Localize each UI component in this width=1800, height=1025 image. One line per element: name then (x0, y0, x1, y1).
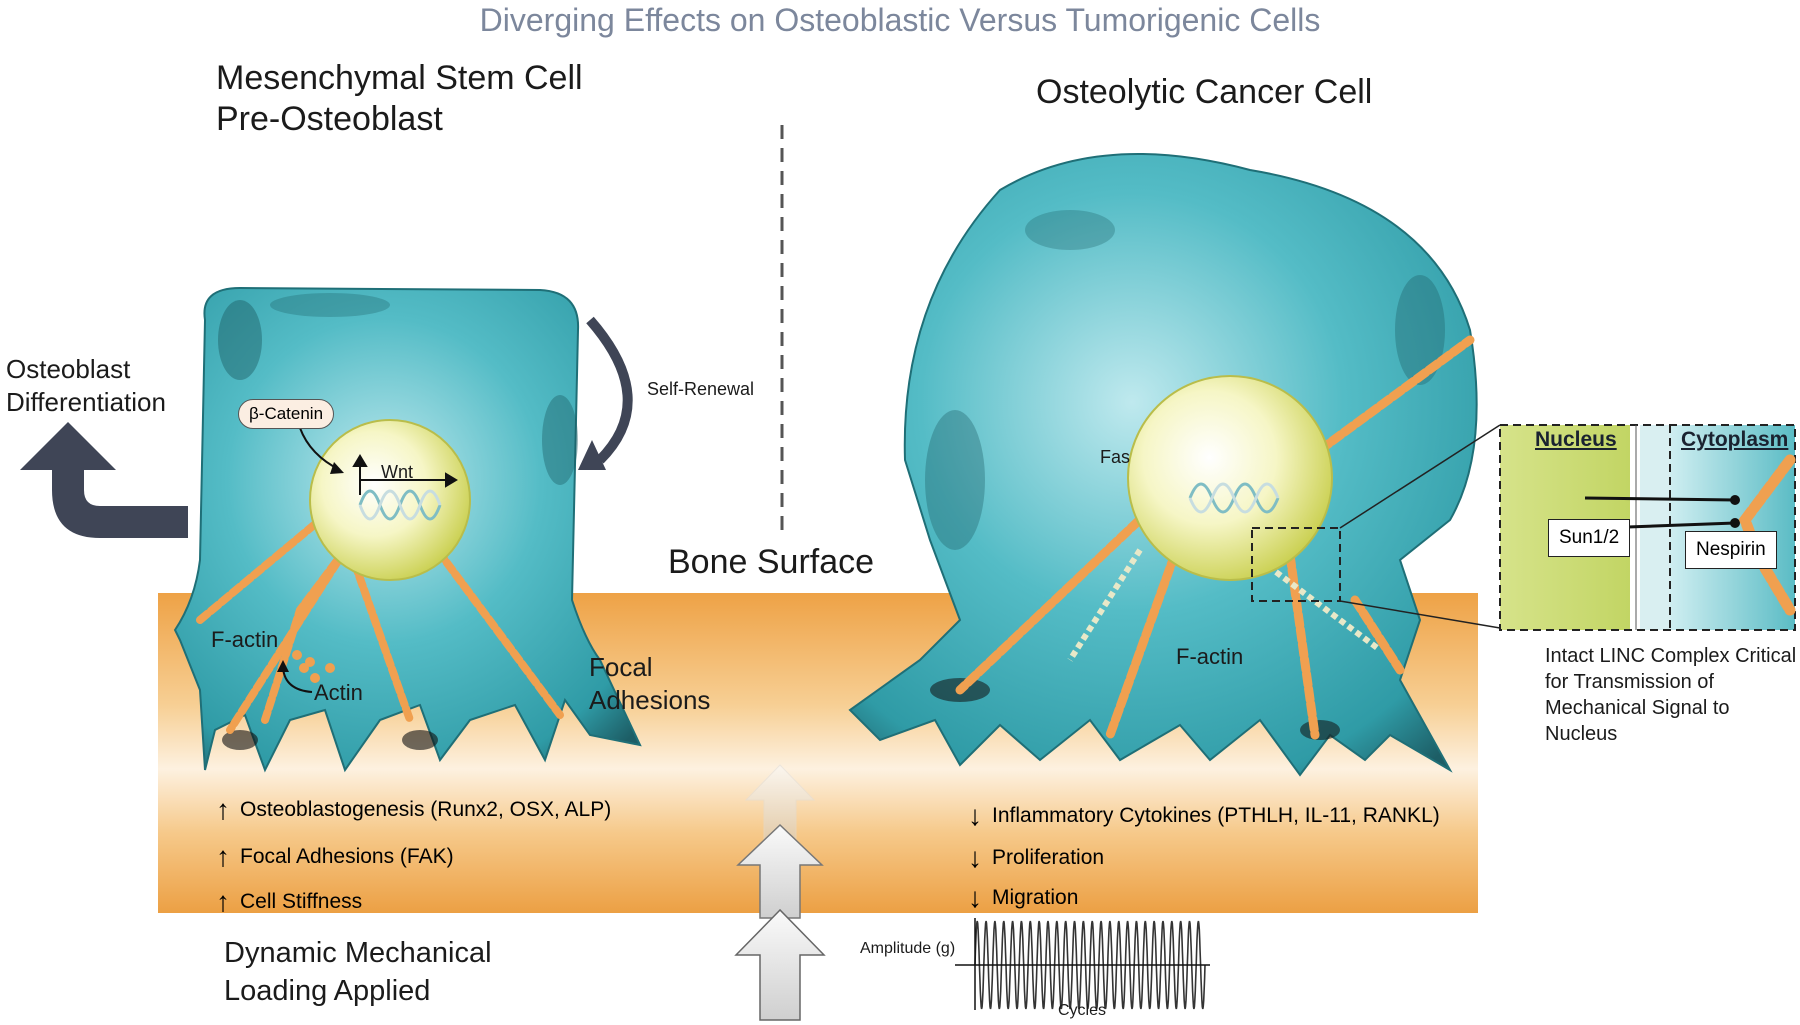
inset-cytoplasm-heading: Cytoplasm (1681, 428, 1789, 451)
effect-text: Proliferation (992, 846, 1105, 869)
right-cell-title: Osteolytic Cancer Cell (1036, 73, 1373, 111)
amplitude-axis-label: Amplitude (g) (860, 940, 956, 957)
zoom-connector-top (1339, 424, 1501, 529)
right-effect-row: ↓ Migration (968, 882, 1079, 913)
bone-surface-label: Bone Surface (668, 543, 875, 581)
effect-arrow: ↑ (216, 886, 230, 917)
differentiation-line2: Differentiation (6, 387, 166, 417)
right-nucleus (1127, 375, 1333, 581)
left-cell-title: Mesenchymal Stem Cell Pre-Osteoblast (216, 58, 583, 140)
right-f-actin-label: F-actin (1176, 644, 1244, 669)
wnt-label: Wnt (381, 462, 414, 482)
loading-line1: Dynamic Mechanical (224, 937, 492, 969)
linc-inset (1499, 424, 1796, 631)
effect-text: Migration (992, 886, 1079, 909)
left-actin-fibers (196, 516, 564, 734)
loading-label: Dynamic Mechanical Loading Applied (224, 934, 492, 1010)
left-effect-row: ↑ Osteoblastogenesis (Runx2, OSX, ALP) (216, 794, 612, 825)
wnt-gene-icon (358, 489, 442, 521)
inset-nucleus-heading: Nucleus (1535, 428, 1617, 451)
cycles-axis-label: Cycles (1058, 1002, 1107, 1019)
wnt-arrow-icon (352, 454, 458, 495)
page-title: Diverging Effects on Osteoblastic Versus… (479, 2, 1321, 38)
self-renewal-arrow-icon (578, 316, 633, 470)
left-cell-title-line2: Pre-Osteoblast (216, 100, 443, 138)
effect-text: Osteoblastogenesis (Runx2, OSX, ALP) (240, 798, 612, 821)
zoom-connector-bottom (1339, 600, 1501, 629)
nespirin-label: Nespirin (1685, 531, 1777, 569)
vibration-waveform (974, 920, 1206, 1010)
effect-text: Focal Adhesions (FAK) (240, 845, 454, 868)
effect-text: Inflammatory Cytokines (PTHLH, IL-11, RA… (992, 804, 1440, 827)
focal-adhesions-line2: Adhesions (589, 685, 711, 715)
fas-gene-icon (1188, 482, 1280, 514)
effect-arrow: ↑ (216, 841, 230, 872)
effect-arrow: ↓ (968, 882, 982, 913)
beta-catenin-badge: β-Catenin (238, 399, 335, 429)
differentiation-line1: Osteoblast (6, 354, 131, 384)
effect-text: Cell Stiffness (240, 890, 363, 913)
mechanical-loading-arrows (734, 764, 826, 1021)
effect-arrow: ↓ (968, 800, 982, 831)
left-cell-title-line1: Mesenchymal Stem Cell (216, 59, 583, 97)
linc-caption: Intact LINC Complex Critical for Transmi… (1545, 645, 1797, 745)
effect-arrow: ↓ (968, 842, 982, 873)
right-effect-row: ↓ Proliferation (968, 842, 1105, 873)
focal-adhesions-label: Focal Adhesions (589, 651, 710, 717)
left-effect-row: ↑ Cell Stiffness (216, 886, 363, 917)
actin-arrowhead-icon (277, 660, 289, 672)
beta-catenin-arrowhead-icon (330, 462, 344, 474)
left-f-actin-label: F-actin (211, 627, 279, 652)
self-renewal-label: Self-Renewal (647, 379, 755, 399)
focal-adhesions-line1: Focal (589, 652, 653, 682)
fas-label: Fas (1100, 447, 1131, 467)
right-effect-row: ↓ Inflammatory Cytokines (PTHLH, IL-11, … (968, 800, 1440, 831)
left-nucleus (309, 419, 471, 581)
effect-arrow: ↑ (216, 794, 230, 825)
sun-label: Sun1/2 (1548, 519, 1631, 557)
right-faint-fibers (1067, 548, 1382, 662)
left-effect-row: ↑ Focal Adhesions (FAK) (216, 841, 454, 872)
differentiation-arrow-icon (20, 422, 188, 538)
loading-line2: Loading Applied (224, 975, 431, 1007)
zoom-box (1251, 527, 1341, 602)
actin-label: Actin (314, 680, 363, 705)
actin-monomers (292, 650, 335, 683)
osteoblast-differentiation-label: Osteoblast Differentiation (6, 353, 166, 419)
